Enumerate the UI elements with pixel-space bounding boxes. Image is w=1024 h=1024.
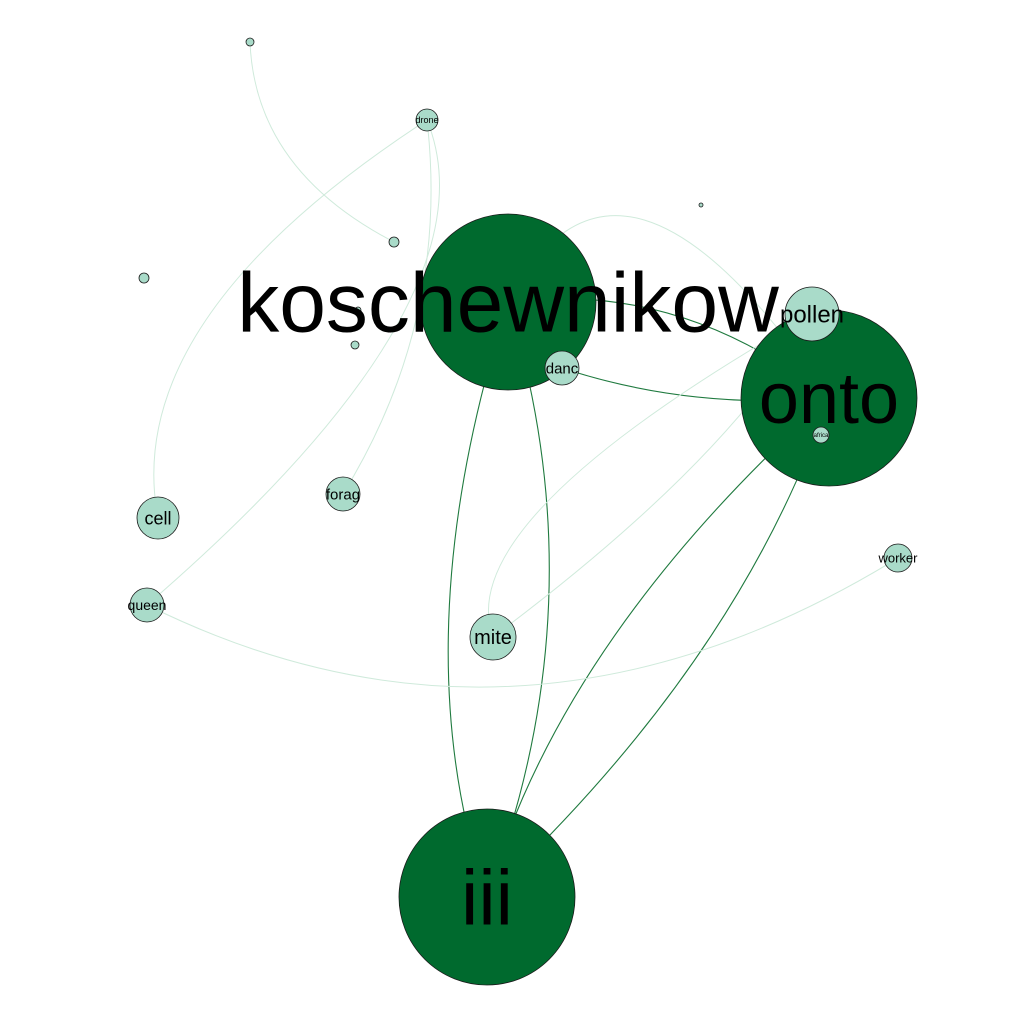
node-circle-mite [469,613,517,661]
edge-koschewnikow-iii [447,301,509,898]
node-drone: drone [415,108,439,132]
node-n_dot [698,202,704,208]
node-circle-africa [812,426,830,444]
node-iii [398,808,576,986]
node-koschewnikow [419,213,597,391]
edge-drone-queen [146,119,440,606]
node-n_small1 [350,340,360,350]
node-pollen [784,286,840,342]
node-label-iii: iii [461,853,513,941]
node-label-cell: cell [144,508,171,528]
node-forag: forag [325,476,361,512]
node-queen: queen [128,587,167,623]
node-circle-worker [883,543,913,573]
node-label-mite: mite [474,627,512,649]
node-label-drone: drone [415,115,438,125]
node-africa: africa [812,426,830,444]
node-circle-drone [415,108,439,132]
node-circle-n_top [245,37,255,47]
node-label-worker: worker [877,551,918,566]
node-circle-queen [129,587,165,623]
node-label-forag: forag [326,486,360,503]
node-circle-pollen [784,286,840,342]
node-circle-n_small1 [350,340,360,350]
edge-drone-forag [342,119,432,495]
node-circle-n_dot [698,202,704,208]
node-label-pollen: pollen [780,301,844,328]
edge-mite-pollen [488,313,813,638]
node-circle-koschewnikow [419,213,597,391]
node-circle-cell [136,496,180,540]
node-worker: worker [877,543,918,573]
node-label-onto: onto [759,359,899,439]
edge-n_top-n_mid [249,41,395,243]
edge-onto-iii [486,397,830,898]
node-label-africa: africa [814,433,829,439]
node-circle-iii [398,808,576,986]
edge-onto-iii [486,397,830,898]
node-n_mid [388,236,400,248]
nodes-layer: mite cell danc forag queen worker drone africa k… [128,37,918,986]
node-n_top [245,37,255,47]
edge-drone-cell [153,119,428,519]
node-circle-n_small2 [354,306,362,314]
node-circle-danc [544,350,580,386]
node-circle-n_left [138,272,150,284]
node-label-queen: queen [128,597,167,613]
node-n_small2 [354,306,362,314]
node-circle-forag [325,476,361,512]
node-n_left [138,272,150,284]
node-circle-n_mid [388,236,400,248]
node-mite: mite [469,613,517,661]
node-label-danc: danc [546,360,579,377]
node-label-koschewnikow: koschewnikow [237,255,779,349]
node-danc: danc [544,350,580,386]
edge-queen-worker [146,557,899,688]
node-cell: cell [136,496,180,540]
